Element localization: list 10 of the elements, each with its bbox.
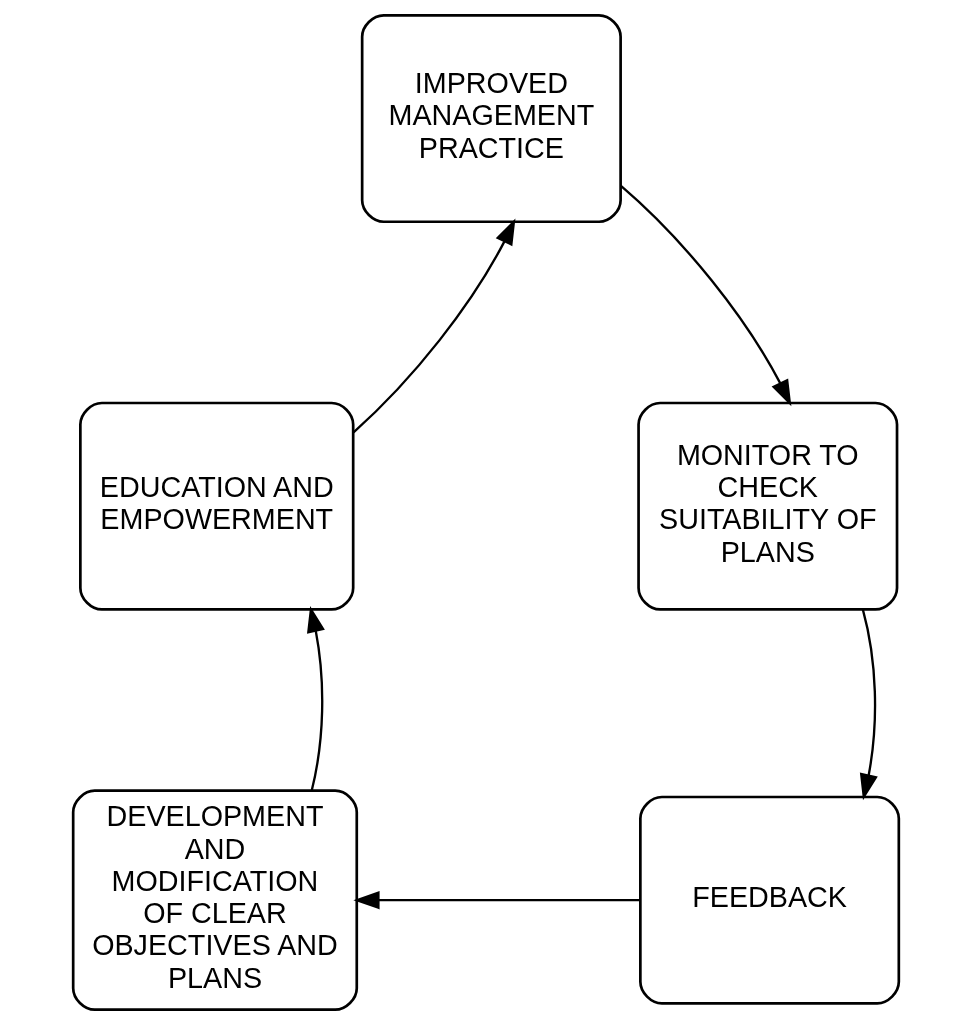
node-box: FEEDBACK	[638, 795, 900, 1005]
arrow	[352, 218, 515, 434]
node-box: IMPROVED MANAGEMENT PRACTICE	[360, 13, 622, 224]
arrow	[306, 606, 325, 791]
node-box: MONITOR TO CHECK SUITABILITY OF PLANS	[636, 401, 898, 611]
arrow	[352, 891, 640, 910]
node-box: EDUCATION AND EMPOWERMENT	[78, 401, 355, 611]
arrow	[619, 185, 791, 407]
arrow	[859, 609, 878, 801]
node-box: DEVELOPMENT AND MODIFICATION OF CLEAR OBJECTIVES AND PLANS	[71, 789, 358, 1012]
